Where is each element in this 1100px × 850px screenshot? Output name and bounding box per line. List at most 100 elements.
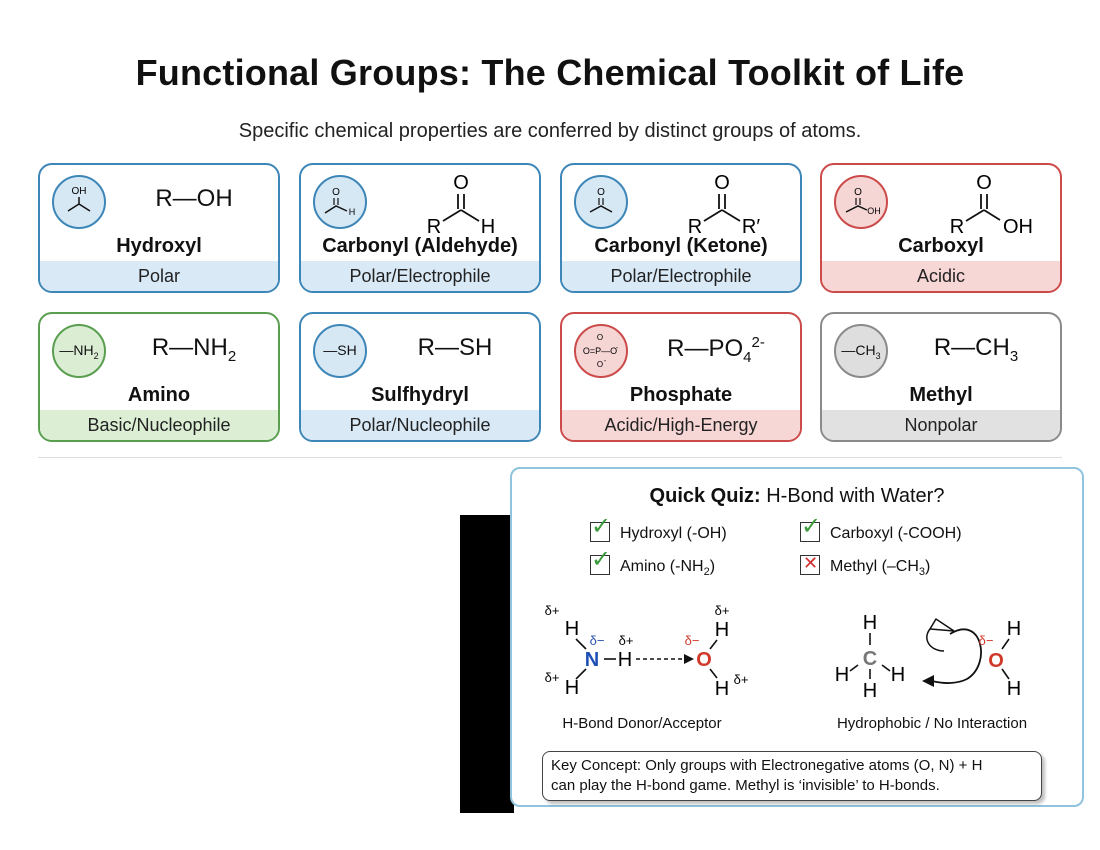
svg-text:C: C xyxy=(863,648,877,670)
sulfhydryl-property: Polar/Nucleophile xyxy=(301,410,539,440)
ketone-property: Polar/Electrophile xyxy=(562,261,800,291)
quick-quiz-panel: Quick Quiz: H-Bond with Water? ✓Hydroxyl… xyxy=(510,467,1084,807)
svg-text:H: H xyxy=(1007,618,1021,640)
aldehyde-badge-icon: O H xyxy=(313,175,367,229)
sulfhydryl-badge-icon: —SH xyxy=(313,324,367,378)
svg-text:δ−: δ− xyxy=(979,633,994,648)
svg-text:δ−: δ− xyxy=(590,633,605,648)
svg-text:O: O xyxy=(597,333,603,342)
carboxyl-badge-icon: O OH xyxy=(834,175,888,229)
svg-text:R′: R′ xyxy=(742,216,760,238)
ketone-badge-icon: O xyxy=(574,175,628,229)
svg-text:δ+: δ+ xyxy=(545,670,560,685)
hydroxyl-name: Hydroxyl xyxy=(116,235,202,257)
svg-text:H: H xyxy=(565,677,579,699)
methyl-formula: R—CH3 xyxy=(933,334,1019,365)
check-icon: ✓ xyxy=(590,545,612,575)
hydroxyl-badge-icon: OH xyxy=(52,175,106,229)
black-panel xyxy=(460,515,514,813)
aldehyde-structure: O R H xyxy=(427,172,495,238)
svg-text:O: O xyxy=(976,172,992,194)
carboxyl-name: Carboxyl xyxy=(898,235,984,257)
aldehyde-name: Carbonyl (Aldehyde) xyxy=(322,235,518,257)
card-carboxyl: O OH O R OH Carboxyl Acidic xyxy=(820,163,1062,293)
card-ketone: O O R R′ Carbonyl (Ketone) Polar/Electro… xyxy=(560,163,802,293)
amino-badge-icon: —NH2 xyxy=(52,324,106,378)
quiz-item-carboxyl: ✓Carboxyl (-COOH) xyxy=(800,512,962,542)
svg-text:H: H xyxy=(715,619,729,641)
hydroxyl-formula: R—OH xyxy=(155,185,233,212)
card-aldehyde: O H O R H Carbonyl (Aldehyde) Polar/Elec… xyxy=(299,163,541,293)
svg-text:δ+: δ+ xyxy=(715,603,730,618)
svg-text:H: H xyxy=(565,618,579,640)
quiz-title: Quick Quiz: H-Bond with Water? xyxy=(649,485,945,507)
svg-text:O: O xyxy=(988,650,1004,672)
svg-text:O: O xyxy=(332,187,340,198)
phosphate-property: Acidic/High-Energy xyxy=(562,410,800,440)
carboxyl-property: Acidic xyxy=(822,261,1060,291)
ketone-structure: O R R′ xyxy=(688,172,761,238)
sulfhydryl-formula: R—SH xyxy=(417,334,493,361)
svg-text:O: O xyxy=(854,187,862,198)
methyl-badge-icon: —CH3 xyxy=(834,324,888,378)
phosphate-badge-icon: O O=P—O - O - xyxy=(574,324,628,378)
hydroxyl-property: Polar xyxy=(40,261,278,291)
card-amino: —NH2 R—NH2 Amino Basic/Nucleophile xyxy=(38,312,280,442)
ketone-name: Carbonyl (Ketone) xyxy=(594,235,768,257)
svg-text:O: O xyxy=(714,172,730,194)
svg-text:H: H xyxy=(349,207,356,217)
svg-text:OH: OH xyxy=(1003,216,1033,238)
svg-text:OH: OH xyxy=(72,186,87,197)
svg-text:H: H xyxy=(481,216,495,238)
svg-text:δ+: δ+ xyxy=(734,672,749,687)
svg-text:-: - xyxy=(604,358,607,365)
quiz-item-methyl: ✕Methyl (–CH3) xyxy=(800,553,930,579)
svg-text:O: O xyxy=(453,172,469,194)
page-title: Functional Groups: The Chemical Toolkit … xyxy=(135,52,965,93)
section-divider xyxy=(38,457,1062,458)
svg-text:δ−: δ− xyxy=(685,633,700,648)
svg-text:δ+: δ+ xyxy=(545,603,560,618)
right-diagram-caption: Hydrophobic / No Interaction xyxy=(836,715,1028,732)
svg-text:H: H xyxy=(863,680,877,702)
phosphate-name: Phosphate xyxy=(629,384,733,406)
sulfhydryl-name: Sulfhydryl xyxy=(371,384,469,406)
card-sulfhydryl: —SH R—SH Sulfhydryl Polar/Nucleophile xyxy=(299,312,541,442)
left-diagram-caption: H-Bond Donor/Acceptor xyxy=(562,715,722,732)
amino-property: Basic/Nucleophile xyxy=(40,410,278,440)
svg-text:O=P—O: O=P—O xyxy=(583,346,617,356)
svg-text:R: R xyxy=(950,216,964,238)
key-concept-callout: Key Concept: Only groups with Electroneg… xyxy=(542,751,1042,801)
svg-text:-: - xyxy=(616,345,619,352)
svg-text:H: H xyxy=(618,649,632,671)
page-subtitle: Specific chemical properties are conferr… xyxy=(238,120,862,142)
svg-text:R: R xyxy=(427,216,441,238)
svg-text:O: O xyxy=(597,360,603,369)
check-icon: ✓ xyxy=(590,512,612,542)
svg-text:H: H xyxy=(891,664,905,686)
card-hydroxyl: OH R—OH Hydroxyl Polar xyxy=(38,163,280,293)
svg-text:N: N xyxy=(585,649,599,671)
carboxyl-structure: O R OH xyxy=(950,172,1033,238)
svg-text:R: R xyxy=(688,216,702,238)
svg-text:H: H xyxy=(715,678,729,700)
methyl-name: Methyl xyxy=(909,384,973,406)
svg-text:H: H xyxy=(863,612,877,634)
card-methyl: —CH3 R—CH3 Methyl Nonpolar xyxy=(820,312,1062,442)
svg-text:H: H xyxy=(835,664,849,686)
svg-text:OH: OH xyxy=(867,206,881,216)
aldehyde-property: Polar/Electrophile xyxy=(301,261,539,291)
quiz-item-hydroxyl: ✓Hydroxyl (-OH) xyxy=(590,512,727,542)
card-phosphate: O O=P—O - O - R—PO42- Phosphate Acidic/H… xyxy=(560,312,802,442)
cross-icon: ✕ xyxy=(800,553,820,575)
phosphate-formula: R—PO42- xyxy=(667,334,765,366)
amino-name: Amino xyxy=(127,384,191,406)
svg-text:O: O xyxy=(597,187,605,198)
svg-text:H: H xyxy=(1007,678,1021,700)
methyl-property: Nonpolar xyxy=(822,410,1060,440)
amino-formula: R—NH2 xyxy=(151,334,237,365)
check-icon: ✓ xyxy=(800,512,822,542)
svg-text:δ+: δ+ xyxy=(619,633,634,648)
quiz-item-amino: ✓Amino (-NH2) xyxy=(590,545,716,579)
svg-text:O: O xyxy=(696,649,712,671)
